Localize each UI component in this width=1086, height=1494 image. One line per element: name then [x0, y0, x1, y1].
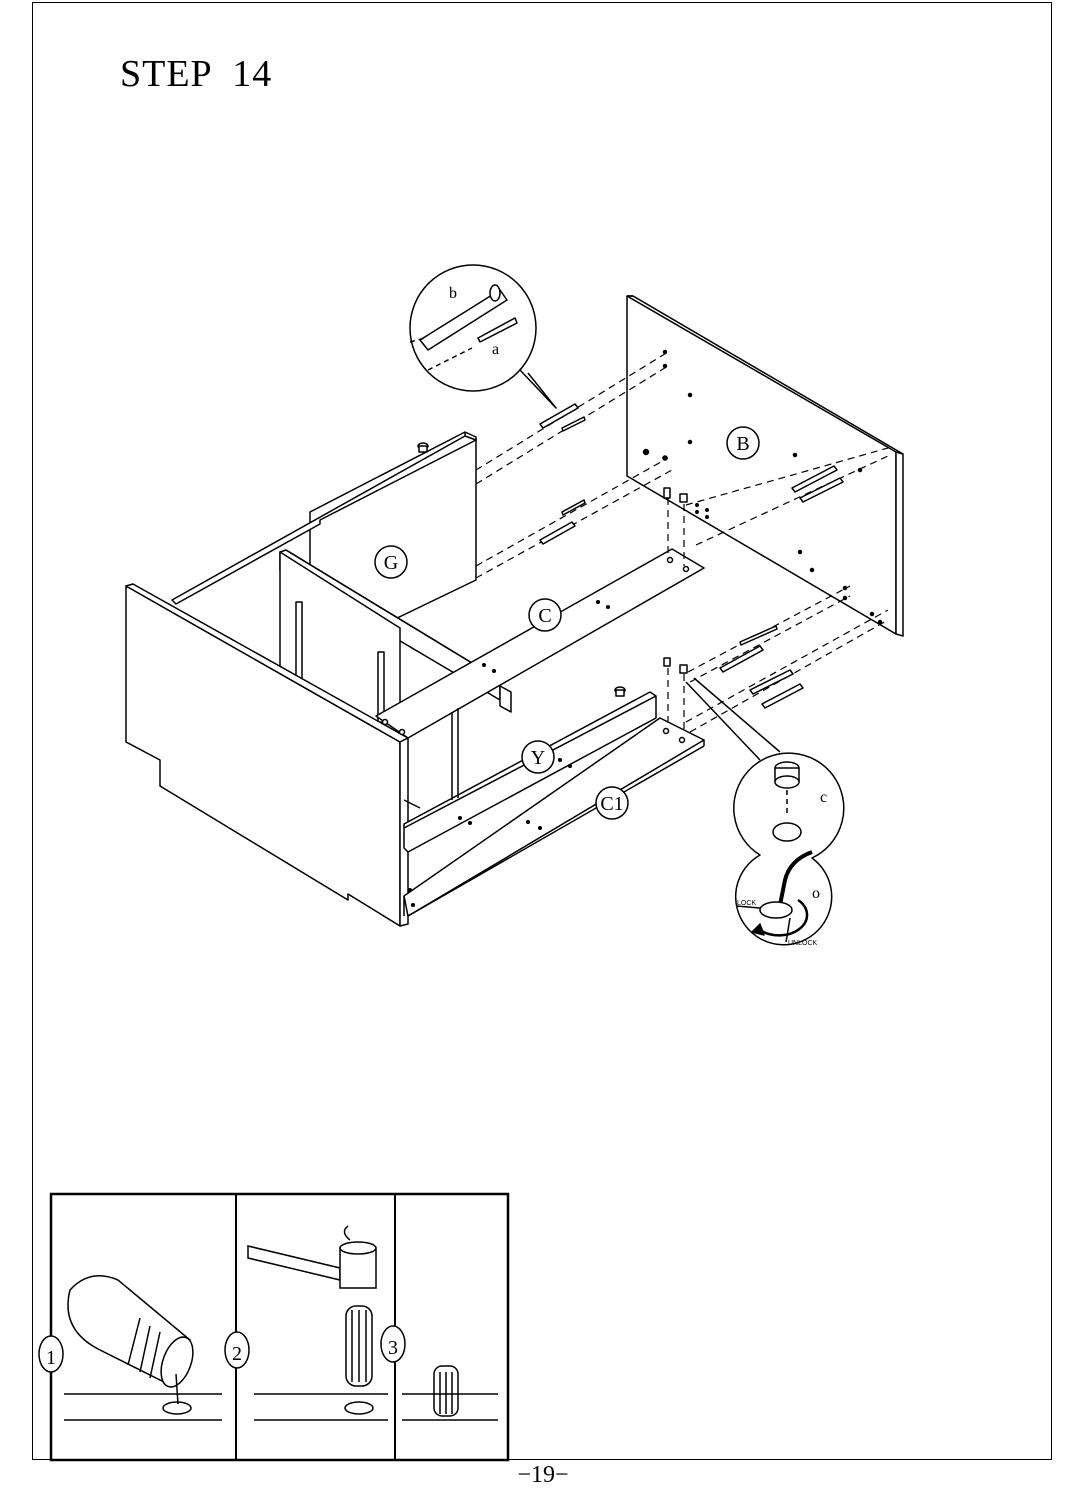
label-bolt: b	[449, 285, 457, 302]
inset-step1-number: 1	[46, 1347, 56, 1369]
inset-step2-number: 2	[232, 1343, 242, 1365]
label-y: Y	[531, 747, 545, 769]
page-number: −19−	[0, 1462, 1086, 1489]
dowel-inset	[39, 1194, 508, 1460]
label-c1: C1	[600, 793, 623, 815]
inset-step3-number: 3	[388, 1337, 398, 1359]
detail-bolt-dowel	[410, 265, 556, 408]
detail-cam-lock	[686, 678, 844, 945]
label-lock: LOCK	[737, 900, 756, 907]
label-cam: c	[820, 789, 827, 806]
cam-bolt-top	[418, 443, 428, 452]
label-b: B	[736, 433, 749, 455]
label-g: G	[384, 552, 398, 574]
label-c: C	[538, 605, 551, 627]
cam-bolt-mid	[615, 687, 625, 696]
label-screwdriver: o	[812, 885, 820, 902]
label-unlock: UNLOCK	[788, 940, 818, 947]
label-dowel: a	[492, 341, 499, 358]
